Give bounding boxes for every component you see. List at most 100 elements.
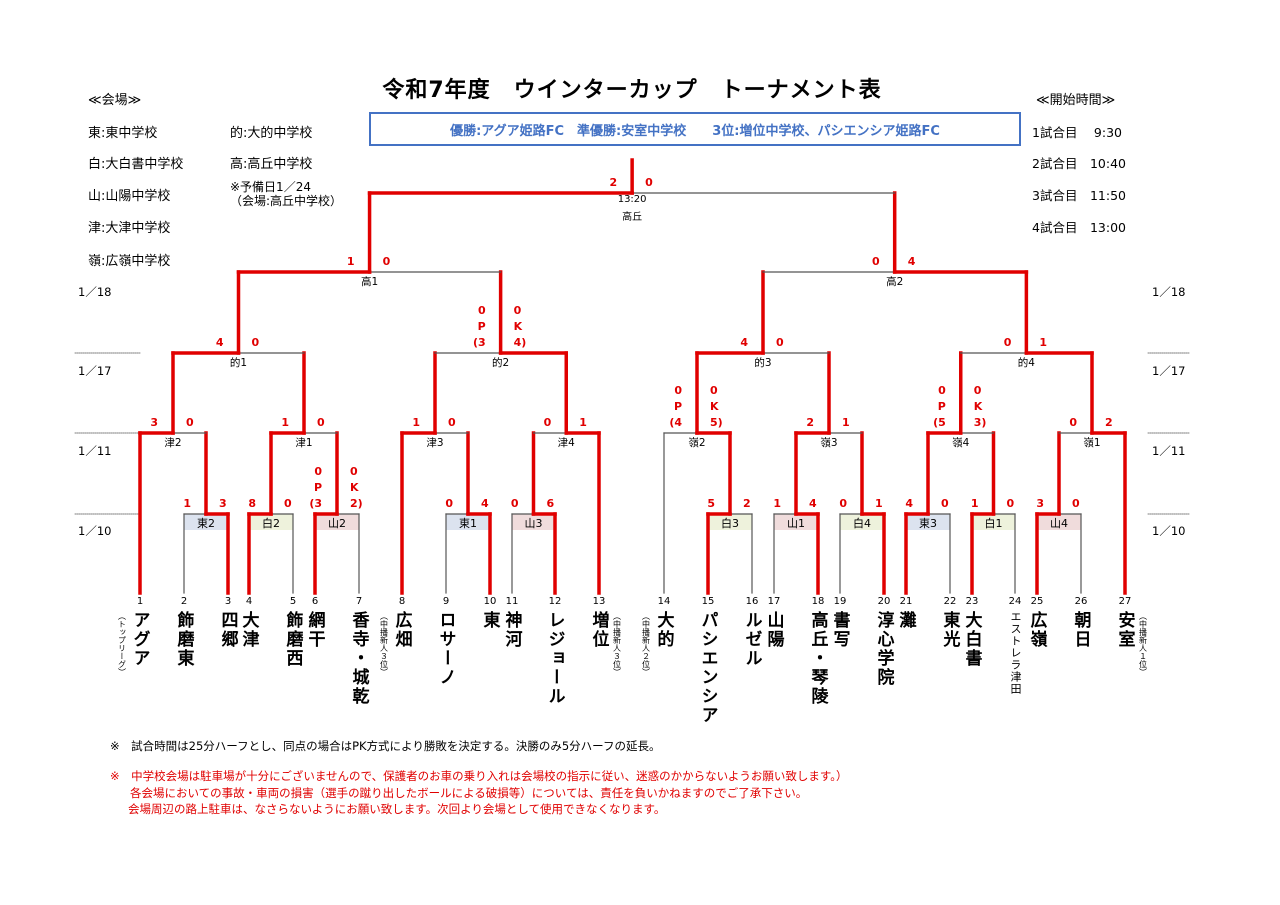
round-date: 1／11 xyxy=(78,444,112,458)
team-number: 8 xyxy=(398,596,406,607)
team-name: エストレラ津田 xyxy=(1009,611,1022,695)
score-right: 0 xyxy=(350,465,358,478)
venue-box xyxy=(184,514,228,530)
team-name: 大津 xyxy=(238,611,259,649)
venue-box xyxy=(972,514,1015,530)
team-number: 14 xyxy=(657,596,671,607)
team-name: 広畑 xyxy=(391,611,412,649)
team-name: 書写 xyxy=(829,611,850,649)
team-number: 16 xyxy=(745,596,759,607)
team-number: 18 xyxy=(811,596,825,607)
score-left: 0 xyxy=(839,497,847,510)
score-left: 3 xyxy=(150,416,158,429)
venue-item: 高:高丘中学校 xyxy=(230,157,313,172)
score-right: 1 xyxy=(579,416,587,429)
match-label: 山3 xyxy=(524,517,543,530)
round-date: 1／18 xyxy=(1152,285,1186,299)
score-right: 1 xyxy=(1039,336,1048,349)
score-right: 0 xyxy=(284,497,292,510)
team-name: 大的 xyxy=(653,611,674,649)
match-label: 津4 xyxy=(557,437,575,449)
score-left: (3 xyxy=(472,336,486,349)
score-right: 0 xyxy=(1006,497,1015,510)
match-label: 的3 xyxy=(754,357,772,369)
match-label: 津2 xyxy=(164,437,182,449)
team-number: 12 xyxy=(548,596,562,607)
match-label: 東3 xyxy=(919,517,937,530)
score-right: 0 xyxy=(513,304,522,317)
team-name: 大白書 xyxy=(961,611,982,668)
start-time: 1試合目 9:30 xyxy=(1032,125,1122,140)
team-number: 3 xyxy=(224,596,232,607)
venue-box xyxy=(906,514,950,530)
final-time: 13:20 xyxy=(617,194,647,205)
match-label: 白1 xyxy=(984,517,1003,530)
score-right: 0 xyxy=(710,384,718,397)
team-name: 飾磨東 xyxy=(173,611,194,668)
team-note: （中播新人３位） xyxy=(379,612,389,676)
score-right: 4 xyxy=(481,497,489,510)
score-right: 3) xyxy=(973,416,987,429)
team-name: 山陽 xyxy=(763,611,784,649)
match-label: 的2 xyxy=(492,357,510,369)
team-note: （中播新人１位） xyxy=(1138,612,1148,676)
score-left: 8 xyxy=(248,497,256,510)
score-left: 1 xyxy=(281,416,289,429)
team-name: 四郷 xyxy=(217,611,238,649)
team-name: 飾磨西 xyxy=(282,611,303,668)
match-label: 津3 xyxy=(426,437,444,449)
round-date: 1／10 xyxy=(1152,524,1186,538)
score-left: 1 xyxy=(773,497,781,510)
score-left: (4 xyxy=(669,416,682,429)
team-number: 20 xyxy=(877,596,891,607)
match-label: 嶺4 xyxy=(952,437,970,449)
score-left: 4 xyxy=(740,336,748,349)
score-left: P xyxy=(313,481,322,494)
score-left: 0 xyxy=(477,304,486,317)
score-left: 1 xyxy=(183,497,191,510)
score-right: 0 xyxy=(317,416,325,429)
team-name: 香寺・城乾 xyxy=(348,611,369,706)
start-time-heading: ≪開始時間≫ xyxy=(1036,93,1116,108)
score-right: 3 xyxy=(219,497,227,510)
reserve-day: ※予備日1／24 xyxy=(230,180,311,194)
team-number: 15 xyxy=(701,596,715,607)
venue-item: 白:大白書中学校 xyxy=(88,157,184,172)
match-label: 高1 xyxy=(360,276,379,288)
score-left: 1 xyxy=(346,255,355,268)
venue-item: 的:大的中学校 xyxy=(230,126,313,141)
results-box: 優勝:アグア姫路FC 準優勝:安室中学校 3位:増位中学校、パシエンシア姫路FC xyxy=(369,112,1021,146)
team-name: 灘 xyxy=(895,611,916,630)
team-note: （中播新人３位） xyxy=(612,612,622,676)
score-right: 0 xyxy=(382,255,391,268)
match-label: 的1 xyxy=(229,357,248,369)
match-label: 山2 xyxy=(328,517,346,530)
venue-box xyxy=(774,514,818,530)
team-name: 高丘・琴陵 xyxy=(807,611,828,706)
match-label: 嶺2 xyxy=(688,437,706,449)
team-name: 網干 xyxy=(304,611,325,649)
team-number: 24 xyxy=(1008,596,1022,607)
score-right: 0 xyxy=(941,497,949,510)
score-right: 4 xyxy=(907,255,916,268)
team-name: 増位 xyxy=(588,611,609,649)
score-right: 0 xyxy=(251,336,260,349)
match-label: 白2 xyxy=(262,517,280,530)
team-number: 26 xyxy=(1074,596,1088,607)
team-name: ルゼル xyxy=(741,611,762,668)
venue-box xyxy=(315,514,359,530)
score-right: 0 xyxy=(1072,497,1080,510)
team-number: 4 xyxy=(245,596,253,607)
team-name: 東光 xyxy=(939,611,960,649)
round-date: 1／11 xyxy=(1152,444,1186,458)
team-number: 17 xyxy=(767,596,781,607)
match-label: 嶺1 xyxy=(1083,437,1101,449)
team-number: 9 xyxy=(442,596,450,607)
team-number: 27 xyxy=(1118,596,1132,607)
start-time: 2試合目 10:40 xyxy=(1032,156,1126,171)
score-left: 0 xyxy=(314,465,322,478)
team-name: 安室 xyxy=(1114,611,1135,649)
match-label: 津1 xyxy=(295,437,313,449)
team-name: アグア xyxy=(129,611,150,668)
venue-item: 山:山陽中学校 xyxy=(88,189,171,204)
